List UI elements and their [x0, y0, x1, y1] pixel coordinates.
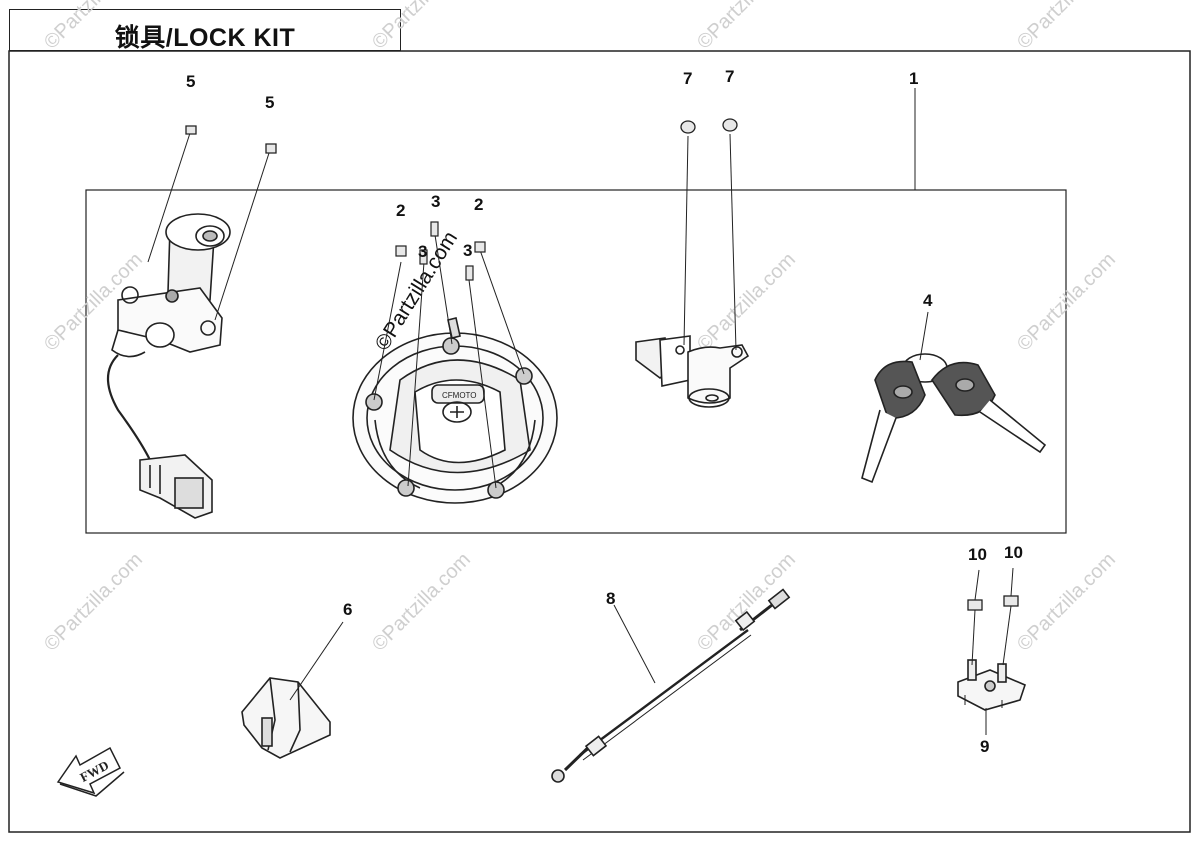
bracket-part-6 — [241, 677, 331, 759]
screw-5 — [185, 125, 277, 154]
kit-group-box — [85, 189, 1067, 534]
watermark-text: ©Partzilla.com — [40, 0, 147, 54]
leader-lines-5 — [147, 129, 271, 321]
callout-1: 1 — [909, 69, 918, 88]
leader-lines-7 — [683, 133, 737, 351]
watermark-text: ©Partzilla.com — [693, 0, 800, 54]
ignition-switch — [107, 213, 231, 519]
watermark-text: ©Partzilla.com — [1013, 0, 1120, 54]
callout-3: 3 — [431, 192, 440, 211]
callout-numbers: 1 2 2 3 3 3 4 5 5 6 7 7 8 9 10 10 — [186, 67, 1023, 756]
fwd-arrow — [56, 746, 125, 797]
seat-lock — [635, 335, 750, 408]
callout-9: 9 — [980, 737, 989, 756]
cable-part-8 — [551, 588, 791, 783]
page-title: 锁具/LOCK KIT — [114, 24, 296, 52]
callout-5: 5 — [186, 72, 195, 91]
watermark-text: ©Partzilla.com — [368, 0, 475, 54]
leader-lines-9-10 — [964, 567, 1014, 735]
leader-line-4 — [919, 311, 929, 361]
leader-lines-2-3 — [373, 234, 525, 489]
title-box: 锁具/LOCK KIT — [9, 9, 401, 52]
screws-2-3 — [395, 221, 486, 281]
fuel-cap — [352, 317, 558, 504]
callout-2: 2 — [474, 195, 483, 214]
bracket-part-9 — [957, 659, 1026, 711]
watermark-text: ©Partzilla.com — [368, 549, 475, 656]
callout-3: 3 — [418, 242, 427, 261]
leader-line-8 — [613, 604, 656, 684]
leader-line-6 — [289, 621, 344, 701]
callout-2: 2 — [396, 201, 405, 220]
callout-7: 7 — [683, 69, 692, 88]
callout-10: 10 — [968, 545, 987, 564]
keys — [861, 353, 1047, 484]
callout-7: 7 — [725, 67, 734, 86]
watermark-text: ©Partzilla.com — [40, 549, 147, 656]
fuel-cap-logo: CFMOTO — [442, 391, 477, 400]
watermark-text: ©Partzilla.com — [1013, 549, 1120, 656]
callout-4: 4 — [923, 291, 933, 310]
nuts-7 — [680, 118, 738, 134]
watermark-text: ©Partzilla.com — [693, 249, 800, 356]
callout-6: 6 — [343, 600, 352, 619]
callout-5: 5 — [265, 93, 274, 112]
callout-10: 10 — [1004, 543, 1023, 562]
callout-3: 3 — [463, 241, 472, 260]
callout-8: 8 — [606, 589, 615, 608]
diagram-border — [8, 50, 1191, 833]
